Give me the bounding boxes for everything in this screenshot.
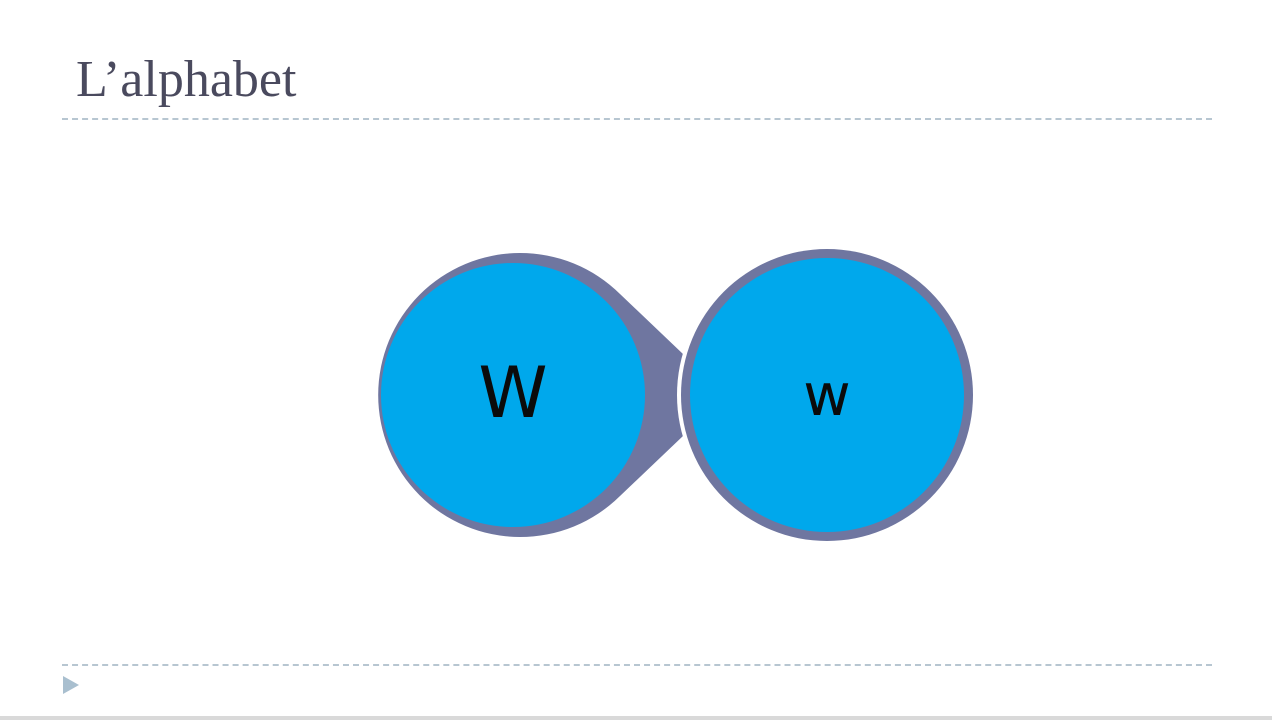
- uppercase-letter: W: [478, 352, 547, 434]
- lowercase-circle-inner: [690, 258, 964, 532]
- uppercase-circle: [378, 252, 726, 537]
- top-divider: [62, 118, 1212, 120]
- triangle-right-icon: [63, 676, 79, 694]
- lowercase-letter: w: [803, 361, 850, 429]
- lowercase-circle: [677, 245, 977, 545]
- letter-diagram: W w: [378, 245, 977, 545]
- slide-title: L’alphabet: [76, 51, 297, 108]
- bottom-divider: [62, 664, 1212, 666]
- uppercase-circle-inner: [381, 263, 645, 527]
